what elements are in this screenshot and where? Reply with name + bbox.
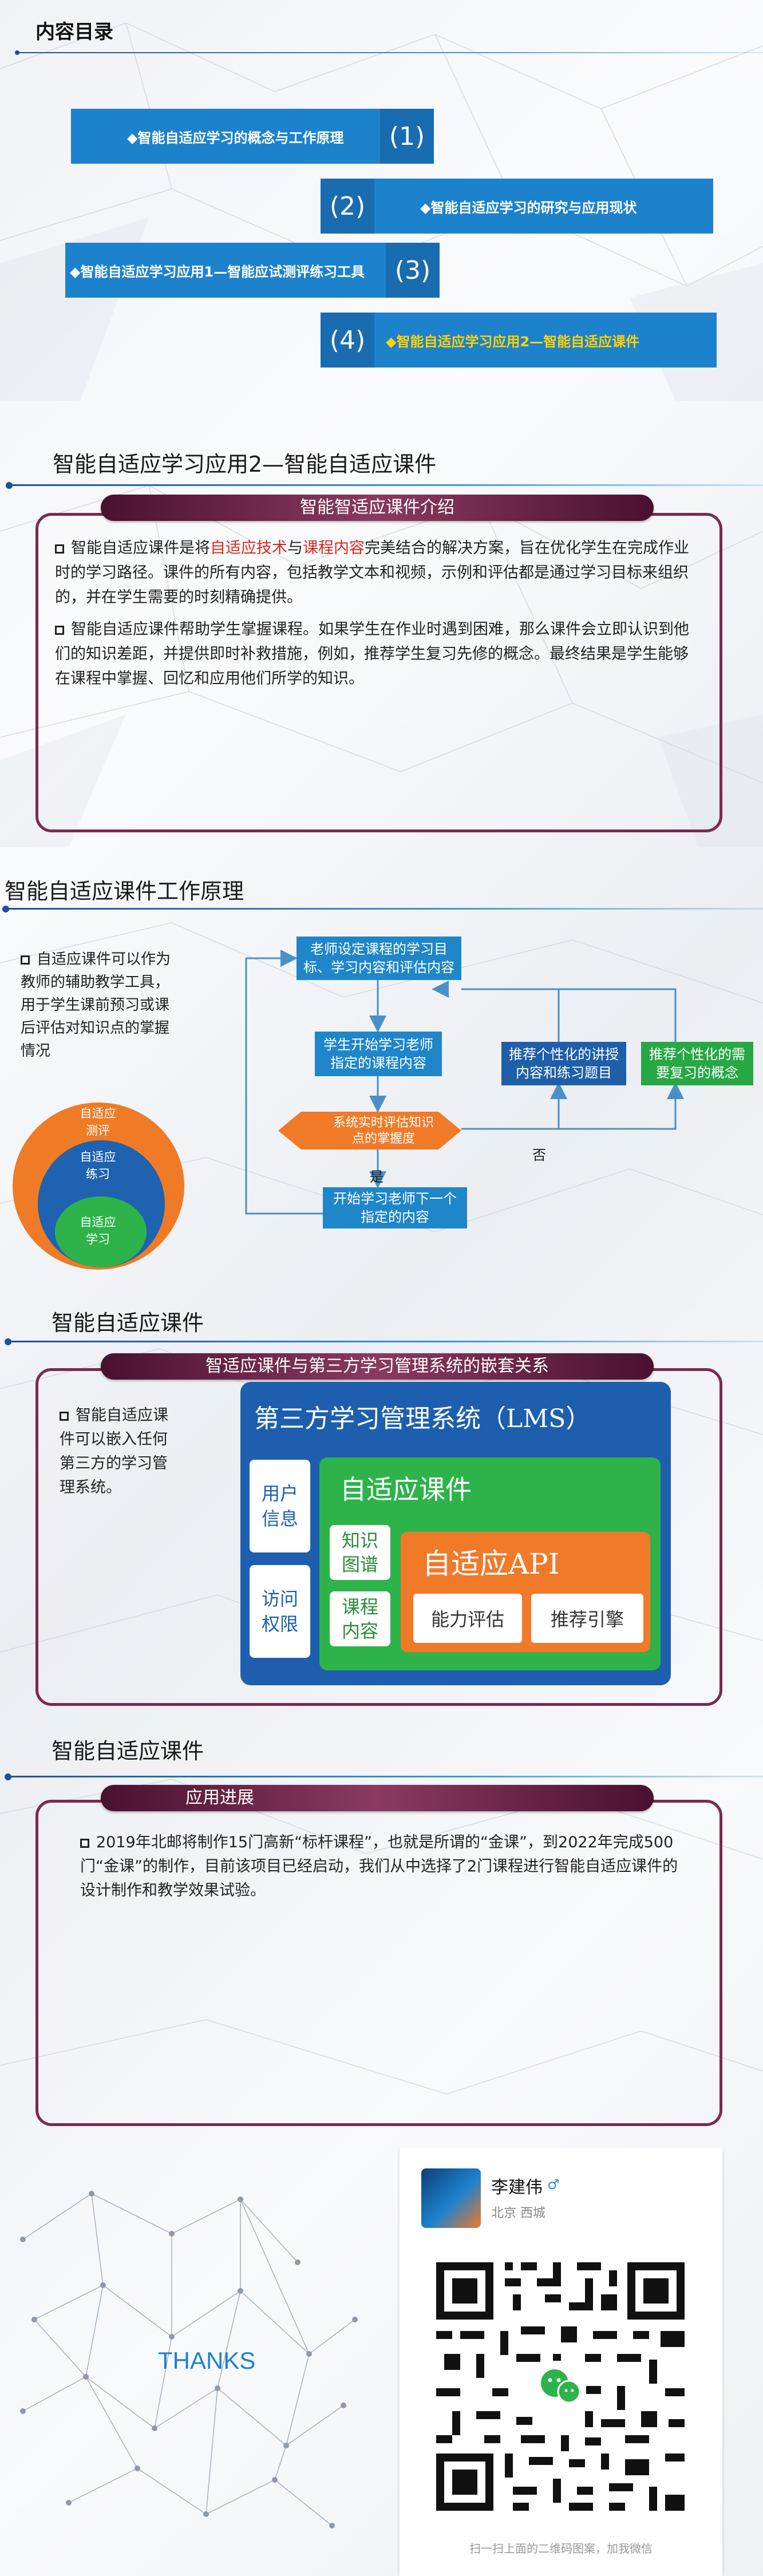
progress-slide: 智能自适应课件 应用进展 2019年北邮将制作15门高新“标杆课程”，也就是所谓… [0,1722,763,2146]
bullet-square-icon [80,1839,89,1848]
lms-section-title: 智能自适应课件 [52,1310,204,1336]
intro-title-underline [9,484,763,486]
toc-item-4[interactable]: ◆智能自适应学习应用2—智能自适应课件 [374,313,717,368]
toc-item-2-number: (2) [321,179,374,234]
intro-p2-text: 智能自适应课件帮助学生掌握课程。如果学生在作业时遇到困难，那么课件会立即认识到他… [55,621,689,688]
flow-box-teacher-set-goals: 老师设定课程的学习目标、学习内容和评估内容 [296,937,461,980]
progress-title-underline [8,1776,763,1777]
lms-side-text: 智能自适应课件可以嵌入任何第三方的学习管理系统。 [60,1404,174,1500]
thanks-slide: THANKS 李建伟 ♂ 北京 西城 [0,2148,763,2576]
intro-slide: 智能自适应学习应用2—智能自适应课件 智能智适应课件介绍 智能自适应课件是将自适… [0,417,763,847]
intro-p1-text-c: 完美结合的解决方案，旨在优化学生在完成作业时的学习路径。课件的所有内容，包括教学… [55,539,689,606]
workflow-title-underline [6,908,763,910]
toc-item-1-label: ◆智能自适应学习的概念与工作原理 [127,129,344,146]
qr-code [436,2262,685,2511]
intro-section-title: 智能自适应学习应用2—智能自适应课件 [53,452,437,477]
flow-box-recommend-lessons: 推荐个性化的讲授内容和练习题目 [501,1042,626,1085]
lms-user-info: 用户信息 [250,1460,310,1552]
flow-box-next-content: 开始学习老师下一个指定的内容 [323,1187,467,1228]
lms-slide: 智能自适应课件 智适应课件与第三方学习管理系统的嵌套关系 智能自适应课件可以嵌入… [0,1297,763,1721]
avatar [421,2168,481,2228]
progress-text: 2019年北邮将制作15门高新“标杆课程”，也就是所谓的“金课”，到2022年完… [80,1834,678,1899]
progress-section-title: 智能自适应课件 [52,1739,204,1764]
circle-label-learning: 自适应学习 [80,1215,116,1246]
knowledge-map: 知识图谱 [330,1525,390,1580]
toc-item-4-number: (4) [321,313,374,368]
bullet-square-icon [55,544,64,554]
progress-pill-heading: 应用进展 [101,1785,654,1811]
flow-label-yes: 是 [370,1169,384,1185]
workflow-section-title: 智能自适应课件工作原理 [5,879,244,904]
workflow-side-text-content: 自适应课件可以作为教师的辅助教学工具，用于学生课前预习或课后评估对知识点的掌握情… [21,951,171,1060]
intro-p1-text-a: 智能自适应课件是将 [71,539,210,557]
gender-male-icon: ♂ [547,2176,560,2192]
intro-p1-highlight-1: 自适应技术 [210,539,287,557]
flow-label-no: 否 [532,1147,546,1163]
lms-pill-heading: 智适应课件与第三方学习管理系统的嵌套关系 [101,1353,654,1380]
progress-paragraph: 2019年北邮将制作15门高新“标杆课程”，也就是所谓的“金课”，到2022年完… [80,1831,681,1903]
intro-pill-heading: 智能智适应课件介绍 [101,495,654,521]
toc-item-3-label: ◆智能自适应学习应用1—智能应试测评练习工具 [70,263,365,280]
toc-item-3[interactable]: ◆智能自适应学习应用1—智能应试测评练习工具 [65,243,386,298]
lms-outer-title: 第三方学习管理系统（LMS） [254,1404,591,1433]
toc-item-1-number: (1) [380,109,434,164]
intro-paragraph-1: 智能自适应课件是将自适应技术与课程内容完美结合的解决方案，旨在优化学生在完成作业… [55,536,696,610]
lms-title-underline [8,1341,763,1342]
profile-location: 北京 西城 [491,2206,545,2221]
flow-box-student-start: 学生开始学习老师指定的课程内容 [315,1032,442,1076]
recommendation-engine: 推荐引擎 [531,1594,643,1643]
flow-box-recommend-concepts: 推荐个性化的需要复习的概念 [641,1042,753,1085]
profile-name: 李建伟 [491,2178,543,2198]
lms-access-rights: 访问权限 [250,1565,310,1658]
toc-item-2[interactable]: ◆智能自适应学习的研究与应用现状 [374,179,713,234]
circle-label-assessment: 自适应测评 [80,1107,116,1137]
lms-side-text-content: 智能自适应课件可以嵌入任何第三方的学习管理系统。 [60,1406,168,1496]
flow-diamond-evaluate [278,1112,461,1149]
bullet-square-icon [21,955,30,965]
intro-p1-text-b: 与 [287,539,303,557]
adaptive-api-title: 自适应API [422,1547,560,1581]
toc-item-4-label: ◆智能自适应学习应用2—智能自适应课件 [386,333,640,350]
workflow-slide: 智能自适应课件工作原理 自适应课件可以作为教师的辅助教学工具，用于学生课前预习或… [0,860,763,1283]
thanks-label: THANKS [158,2347,256,2374]
workflow-side-text: 自适应课件可以作为教师的辅助教学工具，用于学生课前预习或课后评估对知识点的掌握情… [21,948,181,1062]
toc-slide: 内容目录 ◆智能自适应学习的概念与工作原理 (1) (2) ◆智能自适应学习的研… [0,0,763,401]
circle-label-practice: 自适应练习 [80,1150,116,1181]
toc-item-1[interactable]: ◆智能自适应学习的概念与工作原理 [71,109,380,164]
intro-paragraph-2: 智能自适应课件帮助学生掌握课程。如果学生在作业时遇到困难，那么课件会立即认识到他… [55,617,696,691]
bullet-square-icon [55,626,64,635]
ability-assessment: 能力评估 [413,1594,522,1643]
toc-title-underline [17,52,763,53]
circle-adaptive-learning [55,1196,147,1267]
flow-diamond-evaluate-label: 系统实时评估知识点的掌握度 [333,1116,434,1146]
bullet-square-icon [60,1412,69,1421]
qr-caption: 扫一扫上面的二维码图案，加我微信 [469,2542,653,2555]
toc-item-3-number: (3) [386,243,440,298]
course-content: 课程内容 [330,1591,390,1646]
toc-title: 内容目录 [35,21,113,44]
intro-p1-highlight-2: 课程内容 [303,539,365,557]
toc-item-2-label: ◆智能自适应学习的研究与应用现状 [420,199,637,216]
adaptive-courseware-title: 自适应课件 [340,1474,472,1505]
